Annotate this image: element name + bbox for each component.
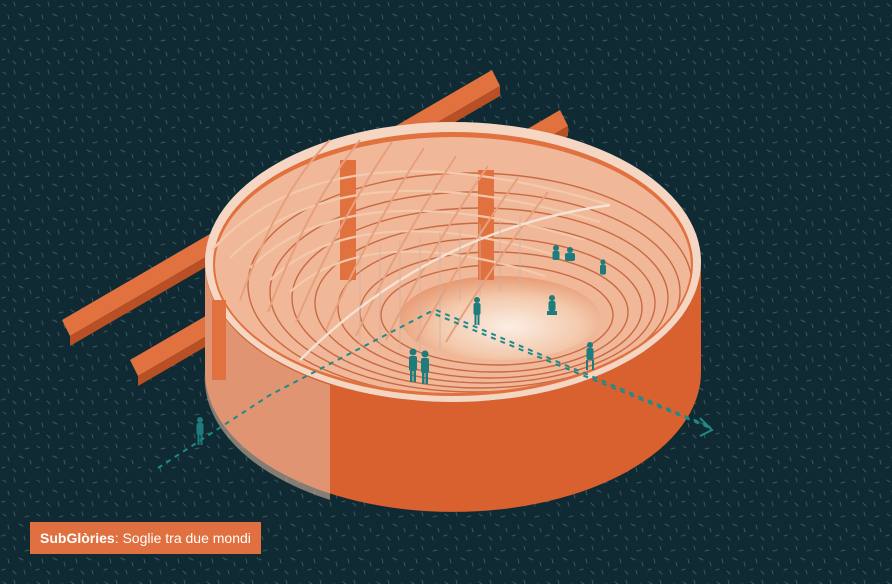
sight-arrow-icon — [699, 417, 714, 437]
caption-label: SubGlòries: Soglie tra due mondi — [30, 522, 261, 554]
person-icon — [196, 417, 204, 445]
caption-project-name: SubGlòries — [40, 530, 115, 546]
sight-lines — [157, 309, 711, 469]
person-icon — [409, 348, 417, 382]
person-icon — [600, 259, 606, 275]
person-icon — [586, 342, 594, 370]
gridshell-roof — [211, 139, 611, 361]
caption-subtitle: Soglie tra due mondi — [118, 530, 251, 546]
person-icon — [547, 295, 557, 315]
person-icon — [473, 297, 481, 325]
person-icon — [552, 245, 560, 260]
person-icon — [565, 247, 575, 261]
caption-separator: : — [114, 530, 119, 546]
visitor-figures — [196, 245, 606, 445]
glass-partition — [359, 216, 521, 352]
person-icon — [421, 350, 429, 384]
